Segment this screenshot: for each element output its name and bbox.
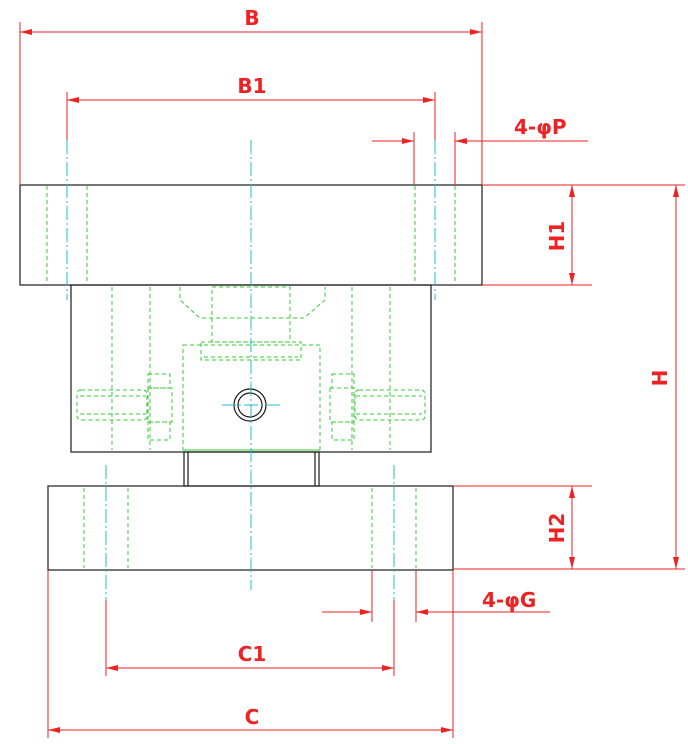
dimension-G: 4-φG <box>322 570 550 622</box>
dimension-B1: B1 <box>66 74 436 140</box>
right-bolt <box>329 373 426 441</box>
label-H2: H2 <box>545 513 569 544</box>
left-bolt <box>76 373 173 441</box>
dimension-H: H <box>453 184 685 570</box>
center-load-cell <box>179 286 326 451</box>
label-H1: H1 <box>545 221 569 252</box>
label-B1: B1 <box>237 74 266 98</box>
label-C: C <box>245 705 260 729</box>
label-H: H <box>648 370 672 387</box>
center-lines <box>66 140 436 600</box>
dimension-C1: C1 <box>105 600 395 676</box>
dimension-H1: H1 <box>482 184 592 286</box>
label-B: B <box>244 6 259 30</box>
dimension-H2: H2 <box>453 485 592 569</box>
label-P: 4-φP <box>514 115 567 139</box>
label-C1: C1 <box>238 642 267 666</box>
label-G: 4-φG <box>482 588 536 612</box>
dimension-P: 4-φP <box>372 115 588 185</box>
dimension-C: C <box>47 570 454 738</box>
dimension-B: B <box>19 6 483 185</box>
